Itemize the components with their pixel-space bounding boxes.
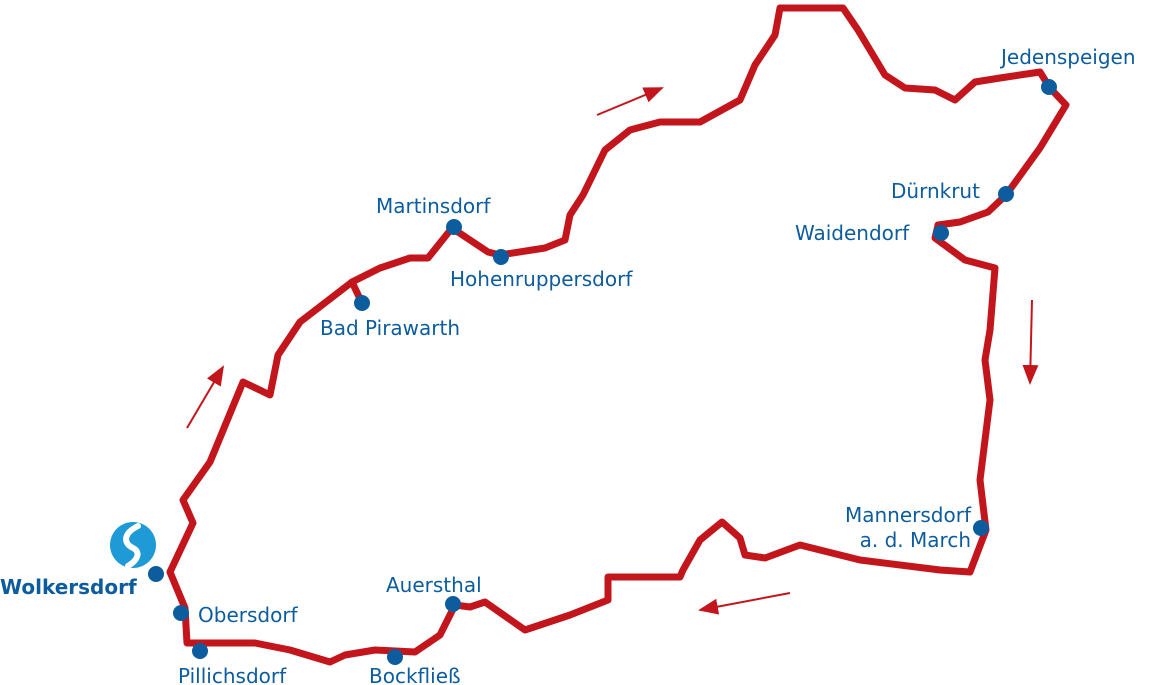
stop-martinsdorf[interactable] <box>446 219 462 235</box>
route-line <box>166 4 1070 666</box>
label-bad-pirawarth: Bad Pirawarth <box>320 316 460 340</box>
stop-hohenruppersdorf[interactable] <box>493 249 509 265</box>
stop-wolkersdorf[interactable] <box>148 566 164 582</box>
direction-arrow <box>186 365 225 429</box>
direction-arrow <box>698 592 791 615</box>
label-mannersdorf: Mannersdorf <box>845 503 972 527</box>
stop-duernkrut[interactable] <box>998 186 1014 202</box>
label-martinsdorf: Martinsdorf <box>376 194 491 218</box>
label-obersdorf: Obersdorf <box>198 603 299 627</box>
direction-arrow <box>596 87 664 116</box>
stop-jedenspeigen[interactable] <box>1041 79 1057 95</box>
direction-arrow <box>1022 299 1039 385</box>
stop-mannersdorf[interactable] <box>973 520 989 536</box>
stop-obersdorf[interactable] <box>173 605 189 621</box>
label-auersthal: Auersthal <box>386 573 482 597</box>
labels: Wolkersdorf Obersdorf Pillichsdorf Bockf… <box>0 45 1136 685</box>
stop-waidendorf[interactable] <box>933 225 949 241</box>
label-waidendorf: Waidendorf <box>795 221 910 245</box>
stop-pillichsdorf[interactable] <box>192 643 208 659</box>
s-bahn-logo <box>110 522 156 569</box>
label-jedenspeigen: Jedenspeigen <box>999 45 1136 69</box>
label-hohenruppersdorf: Hohenruppersdorf <box>450 267 633 291</box>
stop-bad-pirawarth[interactable] <box>354 295 370 311</box>
label-pillichsdorf: Pillichsdorf <box>178 664 287 685</box>
label-duernkrut: Dürnkrut <box>891 179 980 203</box>
stop-auersthal[interactable] <box>445 596 461 612</box>
label-mannersdorf-2: a. d. March <box>860 528 971 552</box>
stop-bockfliess[interactable] <box>387 649 403 665</box>
label-wolkersdorf: Wolkersdorf <box>0 575 137 599</box>
label-bockfliess: Bockfließ <box>369 664 461 685</box>
stops <box>148 79 1057 665</box>
